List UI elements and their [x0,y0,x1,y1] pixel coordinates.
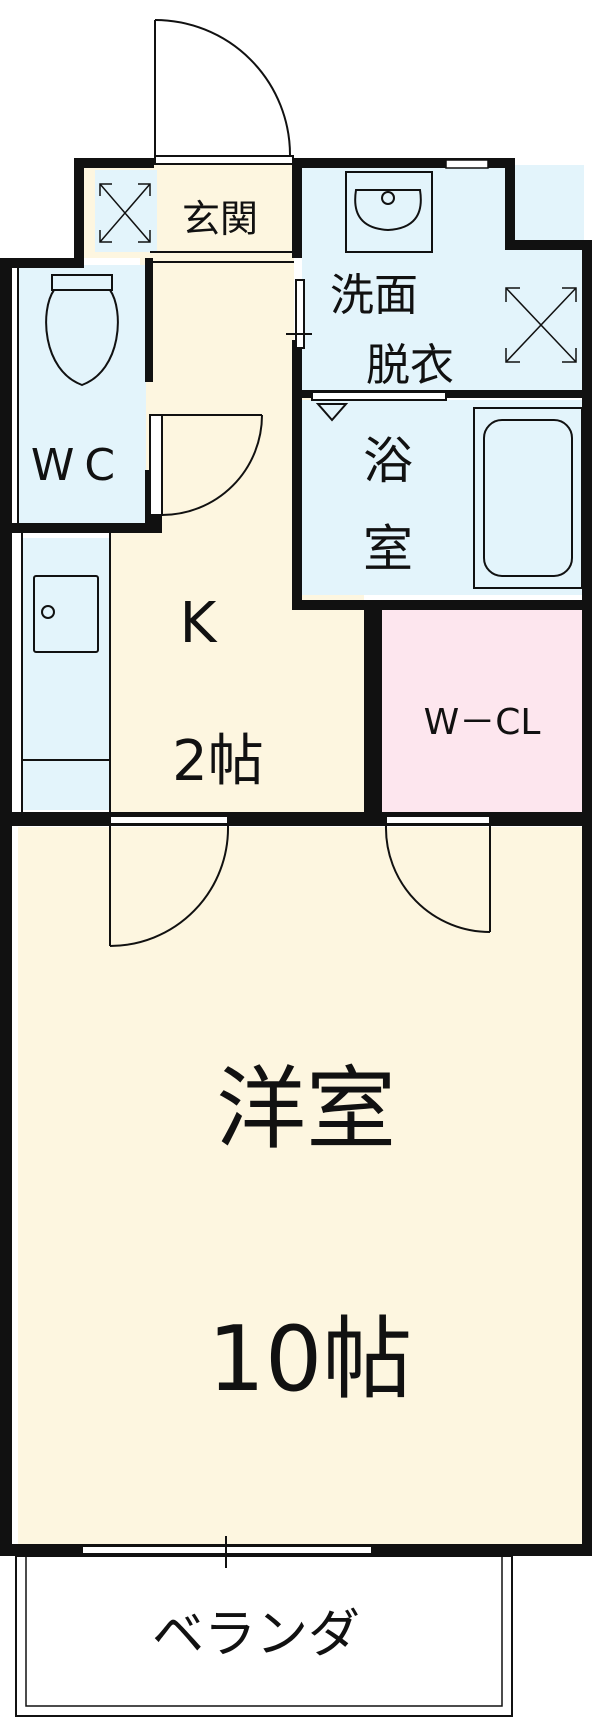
senmen-label: 洗面 [330,270,418,321]
kitchen-counter [22,538,110,810]
washbasin-icon [345,171,433,253]
kitchen-label: K [180,591,218,656]
bathtub-icon [473,407,583,589]
datsui-label: 脱衣 [366,340,454,391]
shitsu-label: 室 [363,520,413,578]
bath-door [311,391,447,422]
genkan-label: 玄関 [182,197,258,241]
toilet-icon [45,274,119,387]
washroom-storage-icon [505,287,577,363]
washroom-door [286,279,312,349]
youshitsu-size-label: 10帖 [208,1307,413,1412]
shoe-storage-icon [99,183,151,243]
thin-lines [17,251,294,812]
veranda-label: ベランダ [152,1605,360,1665]
vent [445,159,489,169]
kitchen-sink-icon [33,575,99,653]
yoku-label: 浴 [363,432,413,490]
closet-door [384,815,491,933]
bath-floor [302,400,584,595]
wc-label: WC [31,440,125,491]
wcl-floor [382,610,584,812]
senmen-floor [302,165,584,390]
youshitsu-label: 洋室 [216,1057,396,1162]
youshitsu-door-left [109,815,230,947]
wcl-label: W－CL [424,702,541,743]
veranda-window [81,1536,373,1568]
wc-door [149,414,263,516]
wc-floor [18,265,146,523]
hallway-floor [140,255,294,379]
youshitsu-floor [18,827,584,1545]
entrance-door [154,19,294,165]
kitchen-size-label: 2帖 [172,729,264,794]
